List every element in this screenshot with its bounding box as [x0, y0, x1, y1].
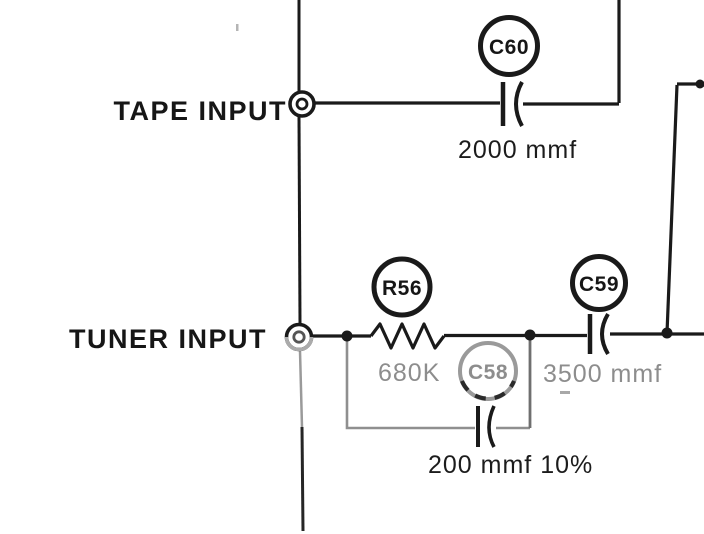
wire-left-bus-middle — [297, 116, 302, 324]
c59-ref-label: C59 — [579, 273, 619, 296]
c59-value-label: 3500 mmf — [543, 360, 662, 388]
scan-speck-top — [236, 24, 239, 31]
wire-right-riser — [665, 84, 679, 334]
c58-value-label: 200 mmf 10% — [428, 451, 593, 479]
tape-input-label: TAPE INPUT — [113, 96, 287, 126]
capacitor-symbol-c59-curved-plate — [600, 312, 610, 356]
wire-left-bus-bottom — [300, 426, 305, 532]
r56-value-label: 680K — [378, 359, 440, 387]
designator-circle-c59 — [570, 254, 628, 312]
capacitor-symbol-c60-curved-plate — [514, 81, 524, 127]
capacitor-symbol-c58-curved-plate — [487, 405, 496, 448]
junction-dot-right-riser — [661, 327, 673, 339]
c60-ref-label: C60 — [489, 36, 529, 59]
resistor-symbol-r56 — [369, 322, 446, 350]
designator-circle-c60 — [478, 15, 540, 77]
scan-speck-under-3500 — [560, 391, 570, 394]
c58-ref-label: C58 — [468, 361, 508, 384]
wire-c58-loop-left — [345, 339, 475, 430]
wire-left-bus-lower-faded — [298, 350, 304, 428]
tape-input-terminal — [288, 90, 316, 118]
r56-ref-label: R56 — [382, 277, 422, 300]
tuner-input-terminal — [284, 322, 314, 352]
junction-dot-top-right — [695, 79, 704, 89]
junction-dot-r56-left — [341, 330, 353, 342]
tuner-input-label: TUNER INPUT — [69, 324, 267, 354]
designator-circle-r56 — [371, 256, 433, 318]
designator-circle-c58 — [458, 341, 518, 401]
designator-circle-c58-dark-dashes — [460, 380, 516, 401]
c60-value-label: 2000 mmf — [458, 136, 577, 164]
junction-dot-c58-right — [524, 329, 536, 341]
